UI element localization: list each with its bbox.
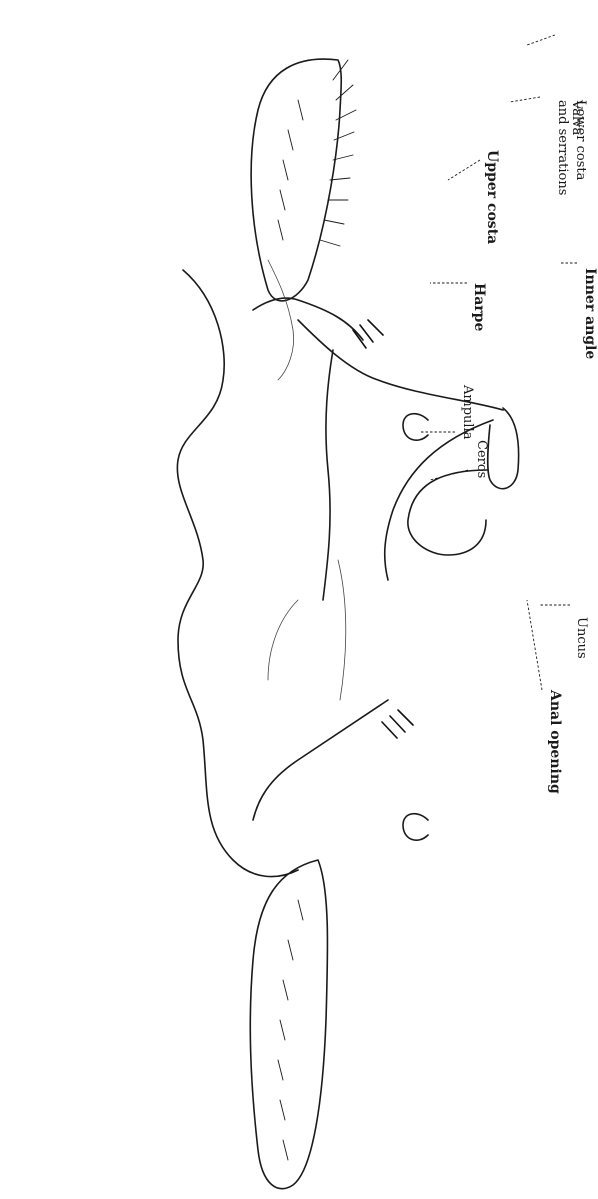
label-ampulla: Ampulla [460, 384, 475, 440]
ampulla-setae [353, 320, 413, 738]
leader-upper-costa [448, 160, 480, 180]
body-outline [177, 270, 298, 877]
label-serrations: and serrations [555, 100, 570, 195]
leader-valva [527, 35, 555, 45]
ampulla-stalk-lower [253, 700, 388, 820]
label-upper-costa: Upper costa [484, 150, 500, 244]
leader-lines [420, 35, 577, 690]
leader-lower-costa [510, 97, 540, 102]
label-uncus: Uncus [574, 617, 589, 659]
upper-valva [251, 59, 341, 301]
label-lower-costa: Lower costa [573, 100, 588, 181]
ampulla-stalk-upper [253, 298, 363, 340]
ceros-lower [403, 814, 428, 841]
lower-valva [250, 860, 327, 1189]
leader-anal-opening [527, 600, 542, 690]
body-inner-curve [323, 350, 333, 600]
anal-opening-shape [408, 470, 488, 555]
label-harpe: Harpe [471, 283, 487, 331]
genitalia-drawing [177, 59, 518, 1189]
internal-line-2 [268, 600, 298, 680]
ceros-upper [403, 414, 428, 441]
harpe-structure [268, 260, 294, 380]
internal-line-1 [338, 560, 346, 700]
label-ceros: Ceros [474, 440, 489, 478]
label-inner-angle: Inner angle [582, 268, 598, 359]
label-anal-opening: Anal opening [547, 689, 563, 794]
leader-ceros [430, 470, 468, 480]
